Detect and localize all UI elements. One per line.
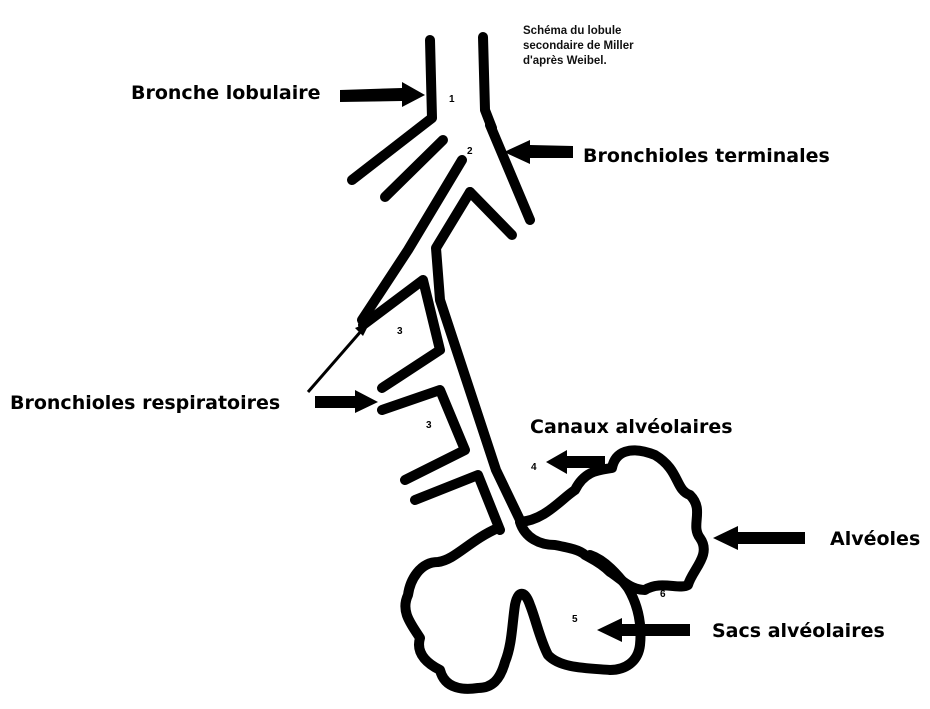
label-bronche-lobulaire: Bronche lobulaire (131, 82, 321, 104)
alveolar-sac-inner-wall (590, 555, 628, 588)
number-6: 6 (660, 589, 666, 600)
caption-line-3: d'après Weibel. (523, 54, 693, 69)
diagram-caption: Schéma du lobule secondaire de Miller d'… (523, 24, 693, 69)
terminal-bronchiole-inner-right (470, 192, 512, 235)
respiratory-bronchiole-3 (415, 475, 500, 530)
number-2: 2 (467, 146, 473, 157)
label-bronchioles-terminales: Bronchioles terminales (583, 145, 830, 167)
arrow-bronchioles-terminales (504, 140, 573, 164)
lobular-bronchus-right-wall (483, 37, 492, 128)
label-alveoles: Alvéoles (830, 528, 920, 550)
number-3-lower: 3 (426, 420, 432, 431)
caption-line-2: secondaire de Miller (523, 39, 693, 54)
arrow-alveoles (713, 526, 805, 550)
caption-line-1: Schéma du lobule (523, 24, 693, 39)
label-sacs-alveolaires: Sacs alvéolaires (712, 620, 885, 642)
label-bronchioles-respiratoires: Bronchioles respiratoires (10, 392, 280, 414)
arrow-bronchioles-respiratoires (315, 390, 378, 413)
trunk-left-wall (362, 160, 462, 320)
number-1: 1 (449, 94, 455, 105)
label-canaux-alveolaires: Canaux alvéolaires (530, 416, 733, 438)
number-3-upper: 3 (397, 326, 403, 337)
number-5: 5 (572, 614, 578, 625)
alveolar-sac-outline-lower (405, 528, 640, 689)
arrow-bronche-lobulaire (340, 82, 425, 107)
pointer-line-respiratoires (308, 330, 362, 392)
number-4: 4 (531, 462, 537, 473)
respiratory-bronchiole-2-upper (382, 390, 465, 480)
terminal-bronchiole-right-branch (490, 125, 530, 220)
